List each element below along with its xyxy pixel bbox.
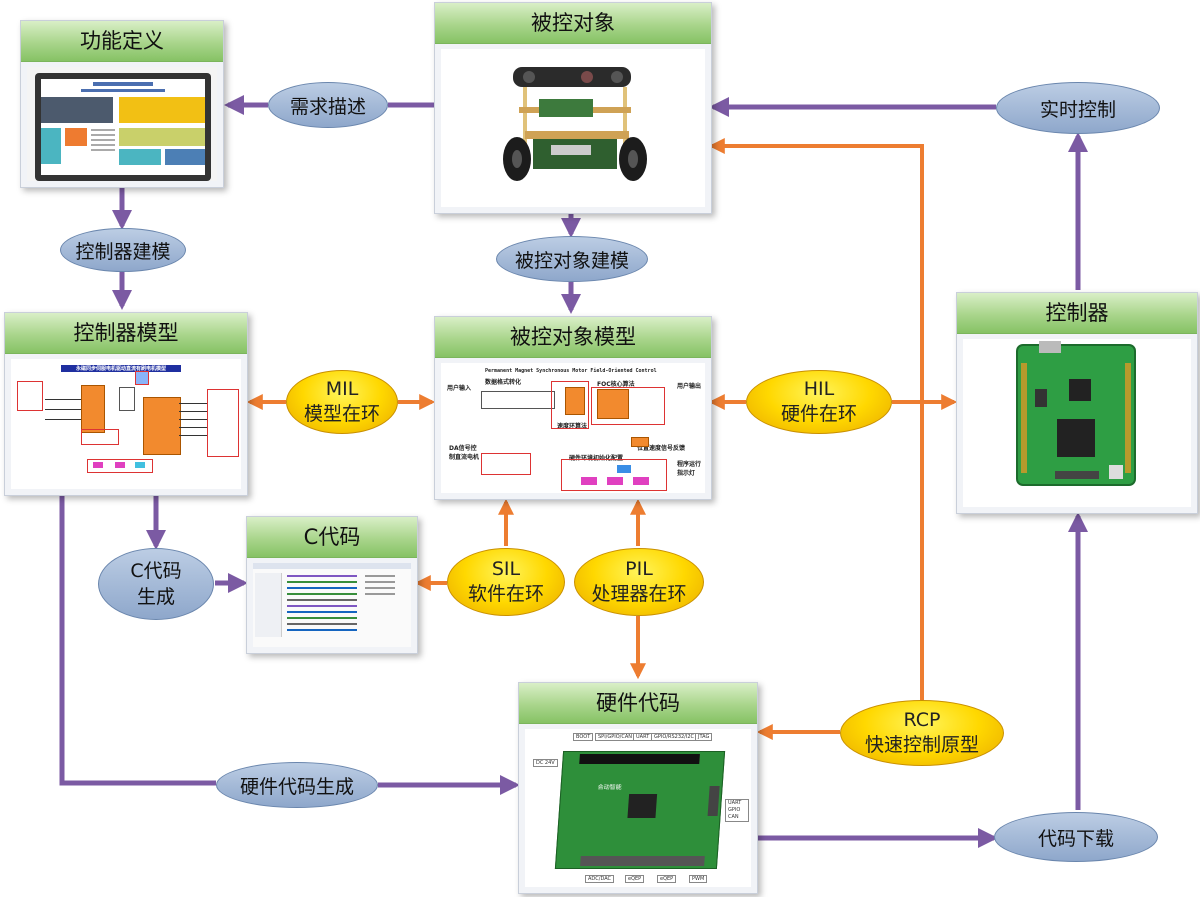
box-title: 被控对象 [435, 3, 711, 44]
monitor-illustration [35, 73, 211, 181]
node-plant-modeling: 被控对象建模 [496, 236, 648, 282]
box-title: C代码 [247, 517, 417, 558]
box-controller: 控制器 [956, 292, 1198, 514]
node-c-codegen: C代码生成 [98, 548, 214, 620]
controller-board-photo [963, 339, 1191, 507]
box-title: 功能定义 [21, 21, 223, 62]
box-plant: 被控对象 [434, 2, 712, 214]
box-controller-model: 控制器模型 永磁同步伺服电机驱动直流有刷电机模型 [4, 312, 248, 496]
box-title: 控制器模型 [5, 313, 247, 354]
plant-model-title: Permanent Magnet Synchronous Motor Field… [485, 368, 657, 374]
box-c-code: C代码 [246, 516, 418, 654]
box-title: 被控对象模型 [435, 317, 711, 358]
pcb-board: 合动智能 [554, 751, 726, 869]
box-title: 硬件代码 [519, 683, 757, 724]
robot-photo [441, 49, 705, 207]
robot-illustration [503, 67, 647, 181]
controller-model-title: 永磁同步伺服电机驱动直流有刷电机模型 [61, 365, 181, 372]
hardware-board-photo: BOOT SPI/GPIO/CAN UART GPIO/RS232/I2C JT… [525, 729, 751, 887]
edge-ctrlmodel-hwcodegen [59, 496, 216, 786]
brand-label: 合动智能 [597, 784, 622, 791]
box-function-definition: 功能定义 [20, 20, 224, 188]
node-code-download: 代码下载 [994, 812, 1158, 862]
c-code-editor-screenshot [253, 563, 411, 647]
node-realtime-control: 实时控制 [996, 82, 1160, 134]
node-controller-modeling: 控制器建模 [60, 228, 186, 272]
node-hardware-codegen: 硬件代码生成 [216, 762, 378, 808]
controller-model-diagram: 永磁同步伺服电机驱动直流有刷电机模型 [11, 359, 241, 489]
box-hardware-code: 硬件代码 BOOT SPI/GPIO/CAN UART GPIO/RS232/I… [518, 682, 758, 894]
function-definition-image [27, 67, 217, 181]
controller-board-illustration [1016, 341, 1136, 486]
node-requirement: 需求描述 [268, 82, 388, 128]
plant-model-diagram: Permanent Magnet Synchronous Motor Field… [441, 363, 705, 493]
box-plant-model: 被控对象模型 Permanent Magnet Synchronous Moto… [434, 316, 712, 500]
box-title: 控制器 [957, 293, 1197, 334]
